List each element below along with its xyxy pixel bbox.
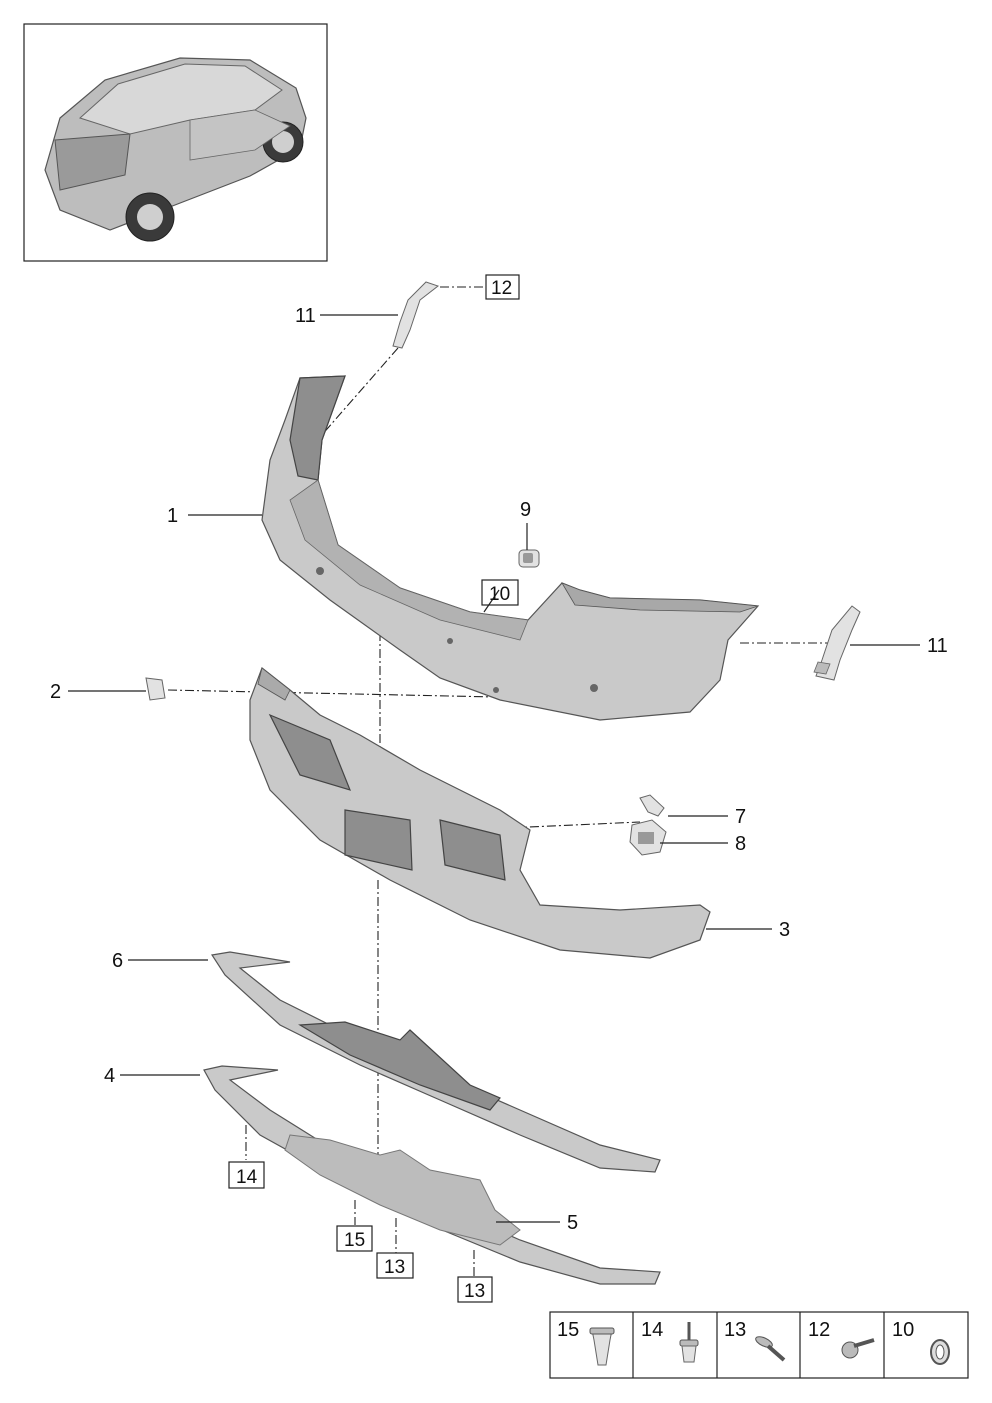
boxed-callout-13-left: 13 (376, 1252, 414, 1279)
svg-text:10: 10 (489, 584, 510, 605)
callout-7: 7 (735, 806, 746, 828)
grommet-ring-icon (930, 1339, 950, 1365)
boxed-callout-12: 12 (485, 274, 520, 300)
bumper-guide-bracket-upper (392, 281, 440, 349)
boxed-callout-10: 10 (481, 579, 519, 606)
car-overview-image (44, 57, 307, 242)
legend-label-14: 14 (641, 1319, 663, 1341)
rear-bumper-cover (261, 375, 760, 721)
legend-label-12: 12 (808, 1319, 830, 1341)
parking-sensor (518, 549, 540, 568)
leader-lines (68, 314, 920, 1276)
callout-2: 2 (50, 681, 61, 703)
callout-5: 5 (567, 1212, 578, 1234)
light-bracket (639, 794, 665, 817)
callout-8: 8 (735, 833, 746, 855)
bumper-carrier (249, 667, 711, 959)
callout-1: 1 (167, 505, 178, 527)
svg-text:15: 15 (344, 1230, 365, 1251)
legend-label-15: 15 (557, 1319, 579, 1341)
callout-11-right: 11 (927, 635, 948, 657)
push-rivet-icon (589, 1327, 615, 1366)
trim-strip (210, 951, 661, 1173)
reversing-light (629, 819, 667, 856)
callout-11-upper: 11 (295, 305, 316, 327)
flange-bolt-icon (841, 1338, 875, 1359)
svg-text:13: 13 (464, 1281, 485, 1302)
screw-icon (755, 1336, 786, 1362)
boxed-callout-15: 15 (336, 1225, 373, 1252)
callout-6: 6 (112, 950, 123, 972)
boxed-callout-14: 14 (228, 1161, 265, 1189)
diffuser-panel (284, 1134, 521, 1246)
callout-9: 9 (520, 499, 531, 521)
svg-text:12: 12 (491, 278, 512, 299)
boxed-callout-13-right: 13 (457, 1276, 493, 1303)
svg-text:14: 14 (236, 1167, 258, 1188)
callout-4: 4 (104, 1065, 115, 1087)
svg-text:13: 13 (384, 1257, 405, 1278)
legend-label-13: 13 (724, 1319, 746, 1341)
expanding-rivet-icon (679, 1322, 699, 1363)
callout-3: 3 (779, 919, 790, 941)
tow-hook-cover (145, 677, 166, 701)
fastener-legend: 15 14 13 12 10 (549, 1311, 969, 1379)
bumper-guide-bracket-right (813, 605, 861, 681)
legend-label-10: 10 (892, 1319, 914, 1341)
overview-thumbnail (23, 23, 328, 262)
